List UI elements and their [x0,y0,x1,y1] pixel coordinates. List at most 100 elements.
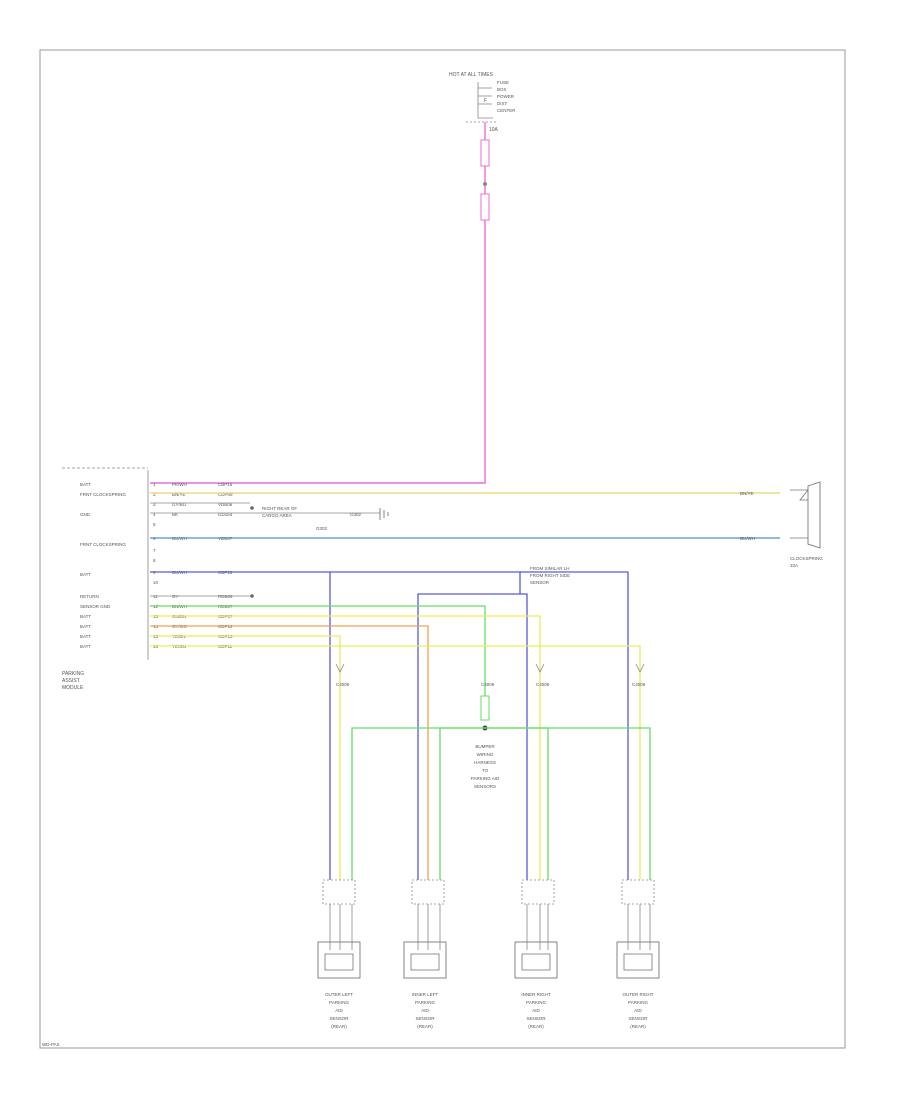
inline-connector-2 [480,193,490,221]
sensor-3-line-1: INNER RIGHT [521,992,551,997]
splice-connector [480,695,490,721]
sensor-4-line-2: PARKING [628,1000,648,1005]
ckt-label-11: RDB09 [218,594,233,599]
wire-batt-pink [150,122,486,484]
pin-num-3: 3 [153,502,156,507]
splice-dot [483,182,487,186]
sensor-4-line-3: AID [634,1008,642,1013]
wire-label-11: GY [172,594,179,599]
wire-label-4: BK [172,512,178,517]
sensor-2-plug [411,879,445,905]
ckt-label-2: CDP09 [218,492,233,497]
sensor-4-body [616,941,660,979]
drop-label-2: C4006 [481,682,495,687]
power-source-line-4: DIST [497,101,508,106]
pin-name-4: GND [80,512,91,517]
pin-name-15: BATT [80,634,91,639]
cam-note-3: SENSOR [530,580,550,585]
diagram-border [39,49,846,1049]
pin-num-2: 2 [153,492,156,497]
sensor-4-line-1: OUTER RIGHT [623,992,654,997]
sensor-3-line-3: AID [532,1008,540,1013]
pin-num-1: 1 [153,482,156,487]
ckt-label-4: GD154 [218,512,233,517]
return-mark [250,594,254,598]
power-source-line-2: BOX [497,87,507,92]
cam-note-2: FROM RIGHT SIDE [530,573,570,578]
wire-ground-distribution [351,727,651,880]
pin-name-12: SENSOR GND [80,604,111,609]
clockspring-wire: BN/YE [740,491,754,496]
inline-connector-1 [480,139,490,167]
wire-signal-16 [150,645,641,880]
gnd-note-1: RIGHT REAR OF [262,506,297,511]
pin-name-2: FRNT CLOCKSPRING [80,492,126,497]
sensor-1-line-5: (REAR) [331,1024,347,1029]
wire-sensor-power-mid [520,593,528,880]
pin-num-4: 4 [153,512,156,517]
pin-num-10: 10 [153,580,159,585]
pin-name-11: RETURN [80,594,99,599]
power-source: HOT AT ALL TIMES FUSE BOX POWER DIST CEN… [449,72,516,133]
sensor-1-line-3: AID [335,1008,343,1013]
ckt-label-3: VDB06 [218,502,233,507]
sensor-4-line-5: (REAR) [630,1024,646,1029]
gnd-id: G302 [350,512,362,517]
wire-sensor-power-right [520,571,629,880]
wire-sensor-power [150,571,521,880]
drop-label-4: C4006 [632,682,646,687]
module-label-3: MODULE [62,685,84,691]
ground-symbol [379,508,389,520]
drop-label-1: C4006 [336,682,350,687]
drop-arrow-4 [635,663,645,673]
sensor-2-line-4: SENSOR [415,1016,435,1021]
clockspring-wire-2: BU/WH [740,536,755,541]
pin-name-1: BATT [80,482,91,487]
pin-num-5: 5 [153,522,156,527]
sensor-3-line-5: (REAR) [528,1024,544,1029]
sensor-2-line-3: AID [421,1008,429,1013]
power-source-line-5: CENTER [497,108,516,113]
center-block-3: HARNESS [474,760,496,765]
sensor-2-line-1: INNER LEFT [412,992,439,997]
center-block-1: BUMPER [475,744,495,749]
sensor-2: INNER LEFT PARKING AID SENSOR (REAR) [403,879,447,1029]
sensor-1-body [317,941,361,979]
pin-name-13: BATT [80,614,91,619]
sensor-2-line-5: (REAR) [417,1024,433,1029]
sensor-2-leads [417,904,441,950]
clockspring-label-2: 10A [790,563,798,568]
power-source-label: HOT AT ALL TIMES [449,72,494,78]
clockspring-component: BN/YE BU/WH CLOCKSPRING 10A [740,481,823,568]
sensor-4-line-4: SENSOR [628,1016,648,1021]
module-label-2: ASSIST [62,678,80,684]
wire-signal-13 [150,615,541,880]
center-block-4: TO [482,768,489,773]
pin-name-9: BATT [80,572,91,577]
sensor-4-plug [621,879,655,905]
sensor-3-body [514,941,558,979]
sensor-1-line-2: PARKING [329,1000,349,1005]
center-block-2: WIRING [477,752,494,757]
drop-arrow-1 [335,663,345,673]
sensor-4-leads [627,904,651,950]
sensor-3-leads [526,904,549,950]
wire-signal-14 [150,625,429,880]
sensor-1-leads [329,904,353,950]
power-source-bracket [477,82,493,119]
sensor-1-plug [322,879,356,905]
sensor-3-face [521,953,551,971]
sensor-4: OUTER RIGHT PARKING AID SENSOR (REAR) [616,879,660,1029]
gnd-ref: G302 [316,526,328,531]
clockspring-label: CLOCKSPRING [790,556,823,561]
clockspring-pins [790,489,809,539]
power-source-line-1: FUSE [497,80,509,85]
fuse-label: F [484,98,487,104]
cam-note-1: FROM SIMILAR LH [530,566,570,571]
sensor-1-line-4: SENSOR [329,1016,349,1021]
ckt-label-1: CBP15 [218,482,233,487]
clockspring-body [807,481,821,549]
center-block: BUMPER WIRING HARNESS TO PARKING AID SEN… [471,744,500,789]
sensor-1: OUTER LEFT PARKING AID SENSOR (REAR) [317,879,361,1029]
